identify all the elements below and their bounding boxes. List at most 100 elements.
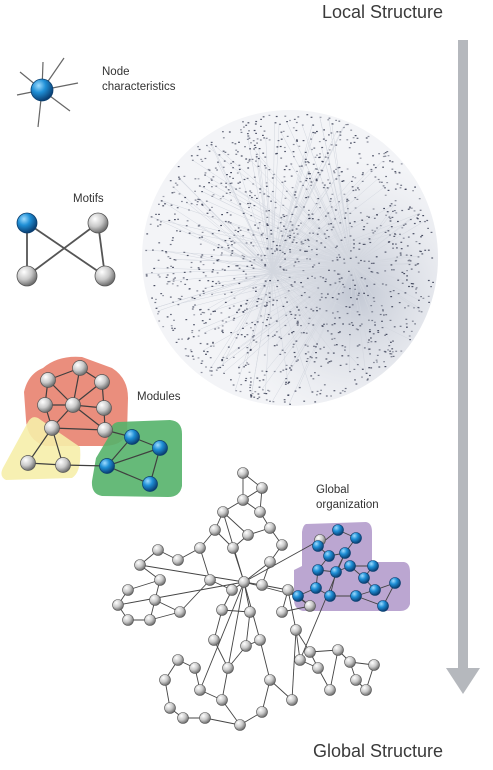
hairball-node — [331, 193, 334, 195]
hairball-node — [171, 283, 174, 285]
hairball-node — [343, 262, 346, 264]
hairball-node — [238, 372, 241, 374]
hairball-node — [211, 293, 213, 296]
global-gray-node — [194, 542, 206, 554]
hairball-node — [328, 361, 331, 363]
hairball-node — [209, 357, 212, 359]
hairball-edge — [266, 195, 273, 273]
hairball-node — [412, 283, 415, 285]
hairball-node — [321, 146, 324, 149]
hairball-node — [421, 253, 424, 255]
hairball-node — [217, 244, 220, 246]
hairball-node — [359, 325, 362, 327]
hairball-node — [410, 330, 413, 332]
hairball-node — [277, 140, 280, 142]
global-gray-node — [256, 482, 268, 494]
hairball-node — [314, 156, 317, 158]
hairball-node — [300, 243, 303, 245]
hairball-node — [238, 367, 240, 369]
hairball-node — [230, 379, 232, 381]
hairball-node — [155, 298, 157, 300]
hairball-node — [198, 237, 201, 239]
hairball-node — [327, 352, 330, 354]
hairball-node — [198, 224, 201, 226]
hairball-node — [290, 284, 293, 286]
hairball-node — [242, 121, 244, 123]
hairball-node — [371, 271, 374, 273]
hairball-edge — [351, 254, 411, 266]
hairball-node — [406, 275, 408, 277]
hairball-node — [254, 324, 256, 326]
hairball-node — [398, 171, 401, 173]
hairball-node — [422, 297, 425, 299]
hairball-node — [205, 353, 207, 355]
hairball-node — [386, 151, 389, 153]
hairball-node — [283, 146, 286, 149]
hairball-edge — [211, 232, 273, 273]
hairball-node — [378, 366, 381, 368]
hairball-node — [322, 187, 325, 189]
hairball-node — [384, 155, 387, 157]
hairball-node — [249, 348, 252, 351]
global-gray-node — [122, 614, 134, 626]
hairball-node — [186, 279, 188, 281]
global-gray-node — [174, 606, 186, 618]
hairball-node — [212, 310, 215, 313]
hairball-node — [338, 281, 341, 283]
hairball-node — [294, 314, 297, 316]
hairball-node — [420, 311, 423, 313]
hairball-node — [176, 285, 179, 287]
hairball-node — [404, 307, 406, 309]
hairball-node — [255, 290, 257, 292]
hairball-node — [352, 239, 355, 241]
hairball-edge — [351, 213, 419, 266]
hairball-node — [344, 390, 346, 393]
module-blue-node — [152, 440, 168, 456]
hairball-node — [398, 172, 401, 174]
hairball-node — [263, 254, 266, 257]
global-gray-node — [264, 522, 276, 534]
hairball-node — [211, 285, 214, 287]
hairball-node — [315, 346, 317, 348]
global-blue-node — [367, 560, 379, 572]
hairball-node — [370, 170, 373, 172]
hairball-node — [190, 266, 193, 268]
hairball-node — [367, 378, 369, 380]
hairball-node — [231, 142, 234, 144]
hairball-node — [210, 144, 213, 146]
hairball-node — [393, 326, 396, 328]
hairball-node — [366, 379, 369, 381]
hairball-node — [258, 222, 261, 224]
hairball-node — [237, 227, 240, 229]
hairball-node — [243, 255, 246, 258]
hairball-edge — [275, 264, 353, 345]
hairball-node — [219, 198, 222, 200]
hairball-node — [354, 284, 356, 286]
hairball-node — [231, 240, 234, 242]
hairball-node — [384, 270, 387, 272]
hairball-edge — [271, 248, 359, 273]
hairball-node — [394, 204, 397, 206]
hairball-node — [248, 371, 251, 373]
hairball-node — [312, 131, 315, 134]
global-organization-label: Global organization — [316, 483, 379, 513]
hairball-node — [249, 148, 251, 150]
hairball-node — [327, 212, 330, 214]
hairball-node — [255, 160, 257, 162]
hairball-node — [277, 279, 279, 282]
hairball-node — [304, 239, 307, 241]
hairball-node — [175, 341, 178, 343]
hairball-node — [323, 346, 325, 348]
hairball-node — [268, 301, 271, 303]
hairball-edge — [271, 184, 311, 273]
hairball-node — [325, 237, 327, 239]
hairball-node — [332, 226, 335, 228]
hairball-node — [251, 321, 254, 324]
hairball-node — [431, 257, 434, 259]
hairball-node — [392, 355, 395, 357]
hairball-node — [232, 384, 235, 386]
hairball-node — [283, 401, 286, 403]
motif-gray-node — [16, 265, 38, 287]
hairball-node — [384, 231, 387, 233]
hairball-node — [240, 155, 243, 157]
